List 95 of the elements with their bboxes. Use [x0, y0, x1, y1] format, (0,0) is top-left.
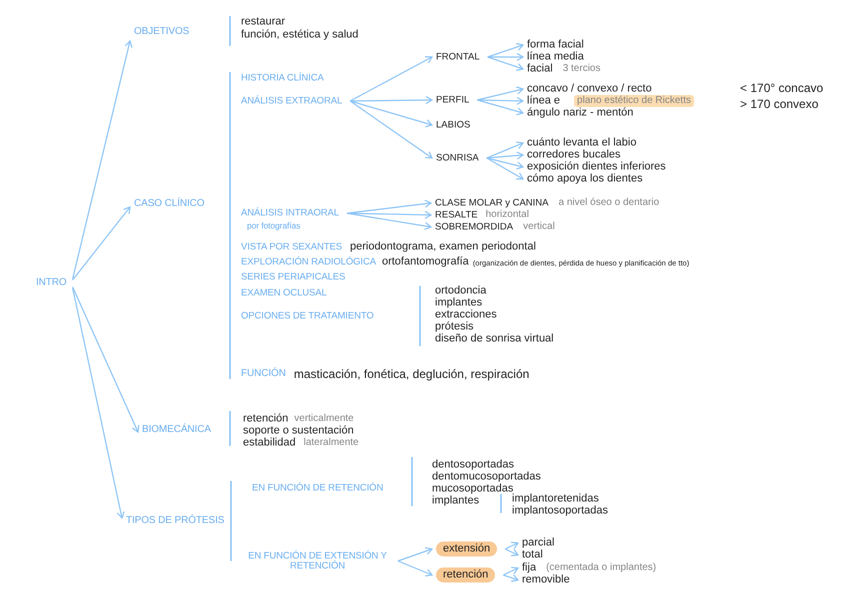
list-item: línea media: [527, 52, 584, 62]
arrow: [398, 547, 433, 562]
arrow: [72, 206, 131, 280]
highlighted-term: retención: [436, 568, 496, 582]
arrow: [487, 56, 524, 71]
central-topic: INTRO: [36, 278, 67, 288]
arrow: [488, 52, 524, 62]
list-item: SOBREMORDIDA: [435, 222, 514, 232]
side-note: (cementada o implantes): [546, 563, 656, 573]
highlighted-term: extensión: [436, 542, 498, 556]
section-heading: VISTA POR SEXANTES: [241, 242, 342, 252]
arrow: [350, 56, 433, 102]
list-item: implantes: [432, 496, 480, 506]
arrow: [72, 286, 140, 433]
arrow: [350, 96, 433, 104]
section-heading: ANÁLISIS INTRAORAL: [241, 208, 339, 218]
section-heading: FUNCIÓN: [241, 369, 286, 379]
note-text: > 170 convexo: [740, 98, 818, 110]
section-heading: EN FUNCIÓN DE EXTENSIÓN Y RETENCIÓN: [245, 552, 390, 570]
list-item: RESALTE: [435, 210, 478, 220]
arrow: [477, 86, 524, 101]
list-item: implantoretenidas: [512, 494, 599, 504]
list-item: soporte o sustentación: [243, 426, 354, 436]
section-heading: EN FUNCIÓN DE RETENCIÓN: [252, 483, 384, 493]
subtopic-label: PERFIL: [436, 95, 470, 105]
list-item: fija: [522, 562, 536, 574]
list-item: CLASE MOLAR y CANINA: [435, 198, 548, 208]
list-item: concavo / convexo / recto: [527, 84, 652, 94]
section-heading: ANÁLISIS EXTRAORAL: [241, 96, 342, 106]
list-item: facial: [527, 64, 553, 74]
list-item: implantosoportadas: [512, 506, 608, 516]
arrow: [72, 40, 133, 280]
arrow: [504, 548, 519, 556]
arrow: [486, 141, 524, 159]
branch-heading: BIOMECÁNICA: [142, 425, 211, 435]
section-heading: HISTORIA CLÍNICA: [241, 73, 324, 83]
side-note: a nivel óseo o dentario: [558, 198, 660, 208]
section-heading: SERIES PERIAPICALES: [241, 272, 346, 282]
arrow: [486, 157, 524, 180]
arrow: [398, 560, 433, 577]
list-item: línea e: [527, 96, 560, 106]
arrow: [486, 157, 524, 170]
arrow: [350, 100, 433, 128]
side-note: horizontal: [486, 210, 529, 220]
arrow: [503, 574, 519, 582]
list-item: cómo apoya los dientes: [527, 174, 643, 184]
list-item: exposición dientes inferiores: [527, 162, 666, 172]
list-item: prótesis: [435, 322, 474, 332]
list-item: ortodoncia: [435, 286, 486, 296]
list-item: dentosoportadas: [432, 460, 514, 470]
arrow: [503, 566, 519, 576]
side-note: vertical: [523, 222, 555, 232]
list-item: retención: [243, 414, 288, 424]
arrow: [72, 288, 125, 519]
section-heading: EXPLORACIÓN RADIOLÓGICA: [241, 257, 376, 267]
list-item: ángulo nariz - mentón: [527, 108, 634, 118]
list-item: función, estética y salud: [241, 30, 358, 40]
branch-heading: TIPOS DE PRÓTESIS: [126, 516, 224, 526]
side-note: lateralmente: [304, 438, 359, 448]
arrow: [504, 542, 519, 550]
arrow: [350, 100, 433, 159]
side-note: verticalmente: [294, 414, 354, 424]
subtopic-label: LABIOS: [436, 120, 470, 130]
subtopic-label: SONRISA: [436, 153, 479, 163]
subheading: por fotografías: [247, 221, 302, 230]
list-item: removible: [522, 574, 570, 586]
arrow: [346, 212, 432, 230]
note-text: masticación, fonética, deglución, respiración: [294, 368, 530, 380]
list-item: total: [522, 550, 543, 560]
list-item: mucosoportadas: [432, 484, 514, 494]
branch-heading: OBJETIVOS: [134, 27, 190, 37]
list-item: implantes: [435, 298, 482, 308]
arrow: [477, 99, 524, 116]
note-text: ortofantomografía: [382, 256, 469, 268]
list-item: extracciones: [435, 310, 497, 320]
list-item: corredores bucales: [527, 150, 621, 160]
list-item: estabilidad: [243, 438, 296, 448]
arrow: [487, 43, 524, 58]
list-item: dentomucosoportadas: [432, 472, 541, 482]
arrow: [477, 96, 524, 105]
side-note: 3 tercios: [562, 64, 600, 74]
section-heading: OPCIONES DE TRATAMIENTO: [241, 311, 374, 321]
note-text: periodontograma, examen periodontal: [350, 242, 536, 252]
highlighted-note: plano estético de Ricketts: [574, 95, 694, 107]
section-heading: EXAMEN OCLUSAL: [241, 288, 327, 298]
list-item: cuánto levanta el labio: [527, 138, 636, 148]
list-item: parcial: [522, 538, 554, 548]
arrow: [346, 210, 432, 219]
list-item: forma facial: [527, 40, 584, 50]
arrow: [486, 151, 524, 160]
branch-heading: CASO CLÍNICO: [134, 199, 204, 209]
subtopic-label: FRONTAL: [436, 52, 480, 62]
note-text: < 170° concavo: [740, 82, 824, 94]
list-item: diseño de sonrisa virtual: [435, 334, 554, 344]
list-item: restaurar: [241, 16, 286, 28]
